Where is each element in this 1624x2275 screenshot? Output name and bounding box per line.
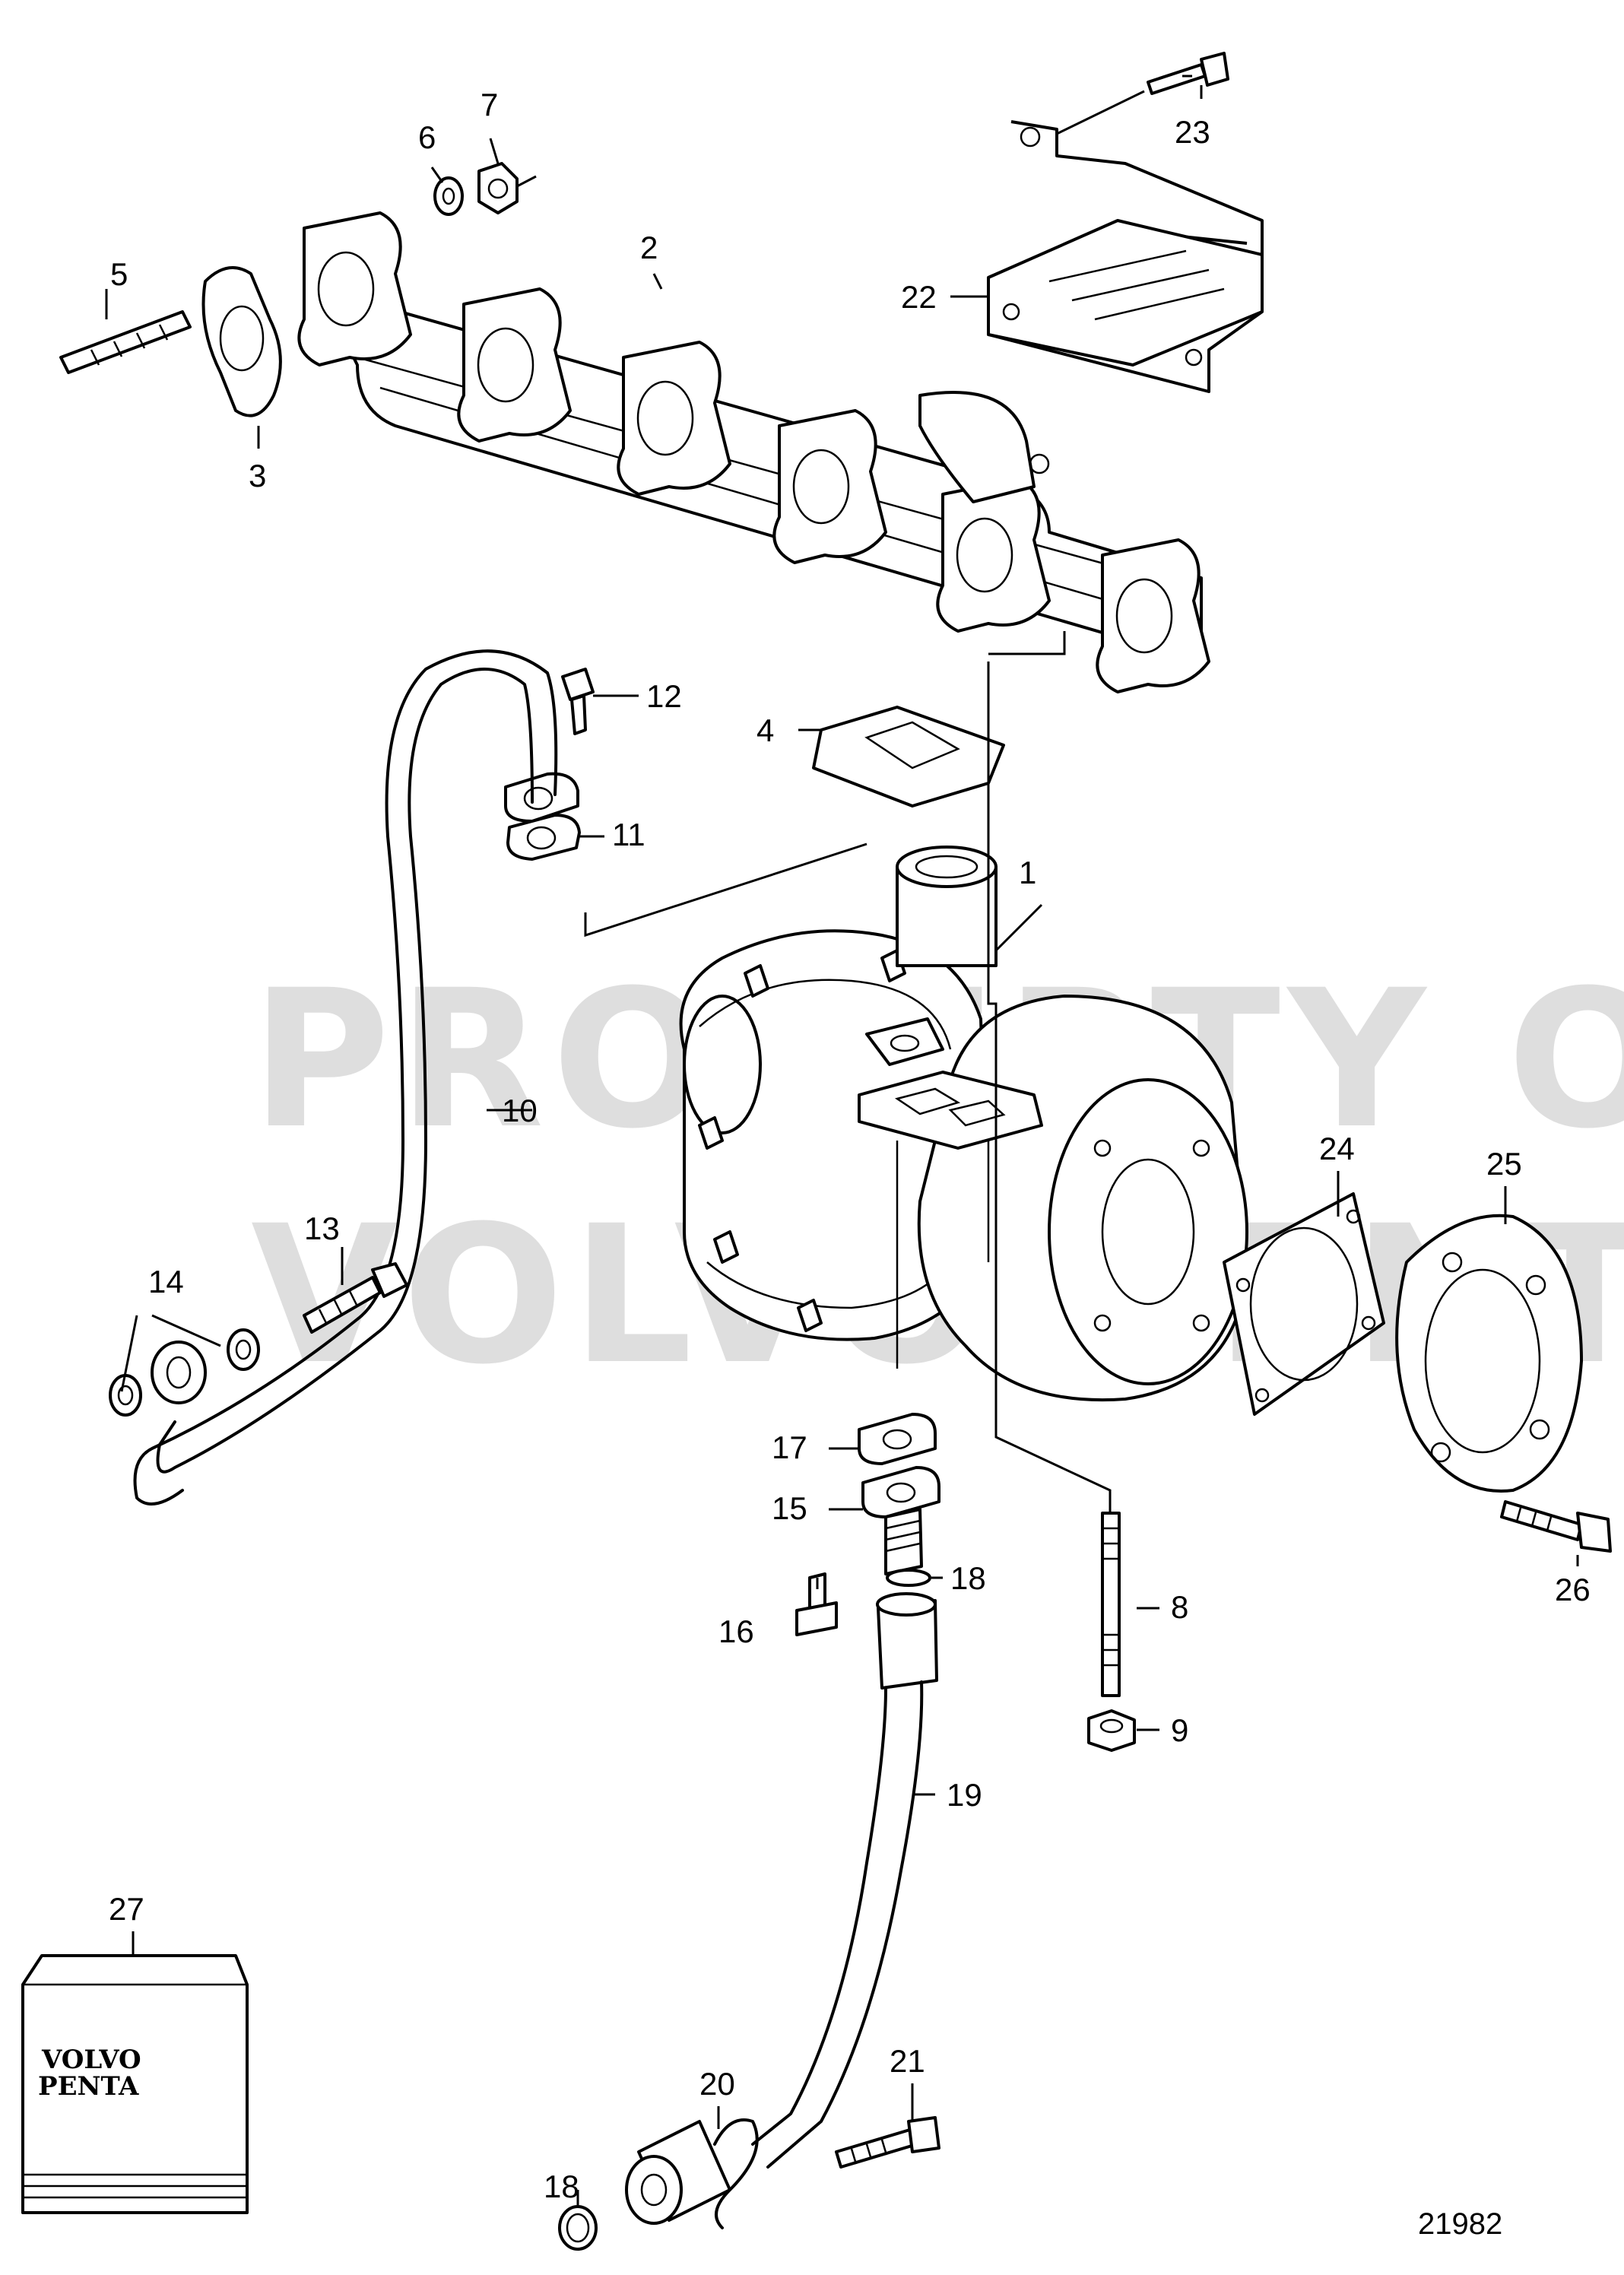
- callout-15: 15: [772, 1490, 807, 1526]
- banjo-fitting: [109, 1328, 260, 1417]
- turbo-stud-nut: [1087, 1709, 1136, 1752]
- drawing-number: 21982: [1418, 2207, 1502, 2241]
- callout-25: 25: [1486, 1146, 1522, 1182]
- manifold-gasket: [201, 266, 282, 417]
- turbo-stud: [1101, 1512, 1121, 1697]
- callout-9: 9: [1171, 1712, 1188, 1748]
- kit-brand-line2: PENTA: [38, 2071, 139, 2102]
- exhaust-outlet-flange: [1395, 1214, 1583, 1493]
- callout-24: 24: [1319, 1131, 1355, 1166]
- kit-brand-line1: VOLVO: [41, 2045, 141, 2075]
- clip-screw: [835, 2116, 940, 2169]
- flange-screw: [1500, 1500, 1612, 1553]
- o-ring-upper: [886, 1569, 931, 1587]
- heat-shield-screw: [1056, 52, 1229, 135]
- gasket-kit[interactable]: VOLVO PENTA: [21, 1954, 249, 2214]
- callout-17: 17: [772, 1429, 807, 1465]
- o-ring-lower: [558, 2205, 598, 2251]
- callout-6: 6: [418, 119, 436, 155]
- turbocharger: [679, 846, 1248, 1402]
- banjo-bolt: [303, 1262, 408, 1334]
- callout-21: 21: [890, 2043, 925, 2079]
- exhaust-outlet-gasket: [1223, 1192, 1385, 1416]
- exhaust-manifold: [297, 211, 1210, 693]
- callout-2: 2: [640, 230, 658, 265]
- stud: [59, 310, 192, 374]
- callout-10: 10: [502, 1093, 538, 1128]
- oil-feed-gasket: [504, 772, 581, 861]
- washer-and-nut: [433, 162, 537, 216]
- oil-feed-pipe: [133, 649, 558, 1506]
- callout-22: 22: [901, 279, 937, 315]
- callout-18-upper: 18: [950, 1560, 986, 1596]
- return-pipe-fitting: [625, 2118, 759, 2229]
- callout-16: 16: [718, 1613, 754, 1649]
- callout-12: 12: [646, 678, 682, 714]
- callout-27: 27: [109, 1891, 144, 1927]
- callout-14: 14: [148, 1264, 184, 1299]
- oil-return-pipe: [751, 1592, 938, 2169]
- callout-23: 23: [1175, 114, 1210, 150]
- callout-19: 19: [947, 1777, 982, 1813]
- callout-5: 5: [110, 256, 128, 292]
- oil-return-flange: [861, 1466, 940, 1575]
- oil-feed-screw: [561, 668, 595, 735]
- heat-shield: [987, 120, 1264, 393]
- oil-return-screw: [795, 1572, 838, 1636]
- callout-4: 4: [756, 712, 774, 748]
- callout-8: 8: [1171, 1589, 1188, 1625]
- oil-return-gasket: [858, 1413, 937, 1465]
- callouts: 1 2 3 4 5 6 7 8 9 10 11 12 13 14 15 16 1…: [109, 87, 1591, 2204]
- callout-13: 13: [304, 1210, 340, 1246]
- callout-3: 3: [249, 458, 266, 493]
- callout-7: 7: [481, 87, 498, 122]
- manifold-flanges: [297, 211, 1210, 693]
- callout-11: 11: [612, 817, 645, 852]
- leader-lines: [105, 75, 1579, 2205]
- callout-26: 26: [1555, 1572, 1591, 1607]
- callout-18-lower: 18: [544, 2169, 579, 2204]
- turbo-gasket: [812, 706, 1005, 808]
- callout-1: 1: [1019, 855, 1036, 890]
- callout-20: 20: [699, 2066, 735, 2102]
